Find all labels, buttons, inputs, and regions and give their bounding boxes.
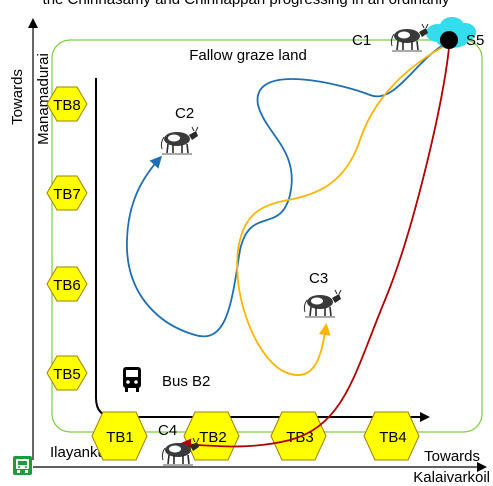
tank-bund-tb8: TB8	[46, 86, 88, 122]
tank-bund-tb4: TB4	[363, 411, 420, 461]
bus-icon	[123, 367, 141, 392]
tank-bund-tb2: TB2	[183, 411, 240, 461]
svg-text:TB1: TB1	[106, 429, 134, 446]
path-red-to-c4	[179, 47, 450, 451]
cow-icon	[390, 23, 429, 52]
tank-bund-tb3: TB3	[270, 411, 327, 461]
tank-bund-tb6: TB6	[46, 266, 88, 302]
cow-icon	[160, 126, 199, 155]
region-label: Fallow graze land	[189, 47, 307, 64]
bus-route	[95, 78, 430, 422]
svg-text:TB7: TB7	[53, 186, 81, 203]
tank-bund-tb1: TB1	[91, 411, 148, 461]
cow-icon	[303, 289, 342, 318]
tank-bund-tb5: TB5	[46, 355, 88, 391]
tank-bund-tb7: TB7	[46, 175, 88, 211]
towards-kalaivarkoil-label: Towards	[424, 448, 480, 465]
towards-manamadurai-label: Towards	[9, 69, 26, 125]
bus-label: Bus B2	[162, 373, 210, 390]
bus-stop-icon	[13, 456, 32, 475]
cattle-c4-label: C4	[158, 422, 177, 439]
svg-text:TB2: TB2	[199, 429, 227, 446]
svg-text:TB5: TB5	[53, 366, 81, 383]
path-blue-to-c2	[126, 41, 449, 338]
cattle-c2-label: C2	[175, 105, 194, 122]
svg-text:TB4: TB4	[379, 429, 407, 446]
cattle-c1-label: C1	[352, 32, 371, 49]
manamadurai-label: Manamadurai	[35, 53, 52, 145]
sink-point	[440, 31, 458, 49]
svg-text:TB6: TB6	[53, 277, 81, 294]
kalaivarkoil-label: Kalaivarkoil	[413, 469, 490, 486]
sink-label: S5	[466, 32, 484, 49]
cattle-c3-label: C3	[309, 270, 328, 287]
svg-text:TB8: TB8	[53, 97, 81, 114]
path-orange-to-c3	[236, 44, 447, 376]
caption-partial-text: the Chinnasamy and Chinnappan progressin…	[43, 0, 450, 8]
fallow-graze-land-region	[51, 39, 483, 433]
